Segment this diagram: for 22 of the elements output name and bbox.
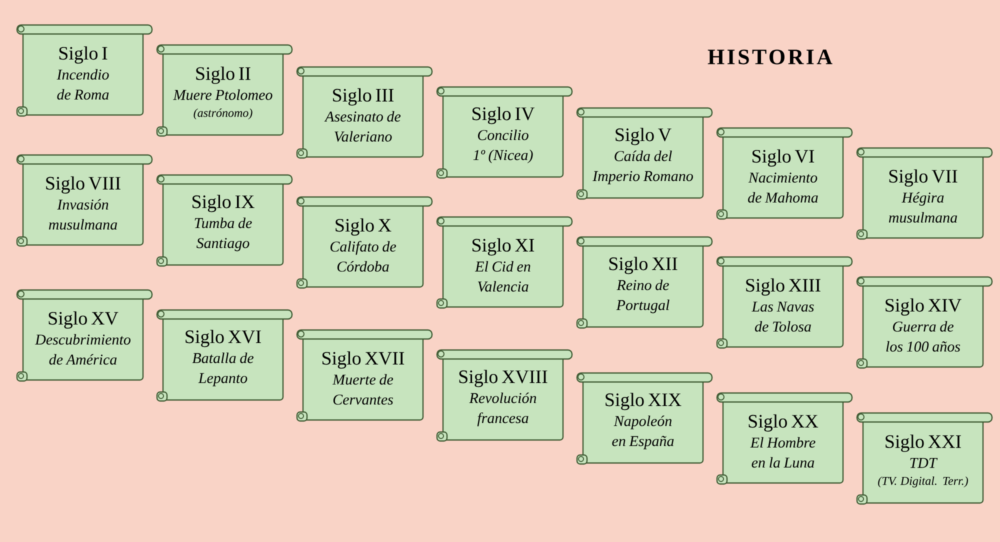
scroll: Siglo XX El Hombre en la Luna bbox=[716, 392, 853, 485]
scroll: Siglo XI El Cid en Valencia bbox=[436, 216, 573, 309]
scroll: Siglo XIX Napoleón en España bbox=[576, 372, 713, 465]
scroll: Siglo XXI TDT (TV. Digital. Terr.) bbox=[856, 412, 993, 505]
scroll: Siglo II Muere Ptolomeo (astrónomo) bbox=[156, 44, 293, 137]
scroll: Siglo IX Tumba de Santiago bbox=[156, 174, 293, 267]
scroll: Siglo XVI Batalla de Lepanto bbox=[156, 309, 293, 402]
scroll: Siglo VIII Invasión musulmana bbox=[16, 154, 153, 247]
scroll: Siglo V Caída del Imperio Romano bbox=[576, 107, 713, 200]
scroll: Siglo XVII Muerte de Cervantes bbox=[296, 329, 433, 422]
scroll: Siglo XV Descubrimiento de América bbox=[16, 289, 153, 382]
title: HISTORIA bbox=[708, 50, 832, 64]
scroll: Siglo VI Nacimiento de Mahoma bbox=[716, 127, 853, 220]
scroll: Siglo XII Reino de Portugal bbox=[576, 236, 713, 329]
scroll: Siglo IV Concilio 1º (Nicea) bbox=[436, 86, 573, 179]
scroll: Siglo X Califato de Córdoba bbox=[296, 196, 433, 289]
scroll: Siglo XIV Guerra de los 100 años bbox=[856, 276, 993, 369]
scroll: Siglo VII Hégira musulmana bbox=[856, 147, 993, 240]
scroll: Siglo XVIII Revolución francesa bbox=[436, 349, 573, 442]
scroll: Siglo XIII Las Navas de Tolosa bbox=[716, 256, 853, 349]
scroll: Siglo I Incendio de Roma bbox=[16, 24, 153, 117]
scroll: Siglo III Asesinato de Valeriano bbox=[296, 66, 433, 159]
